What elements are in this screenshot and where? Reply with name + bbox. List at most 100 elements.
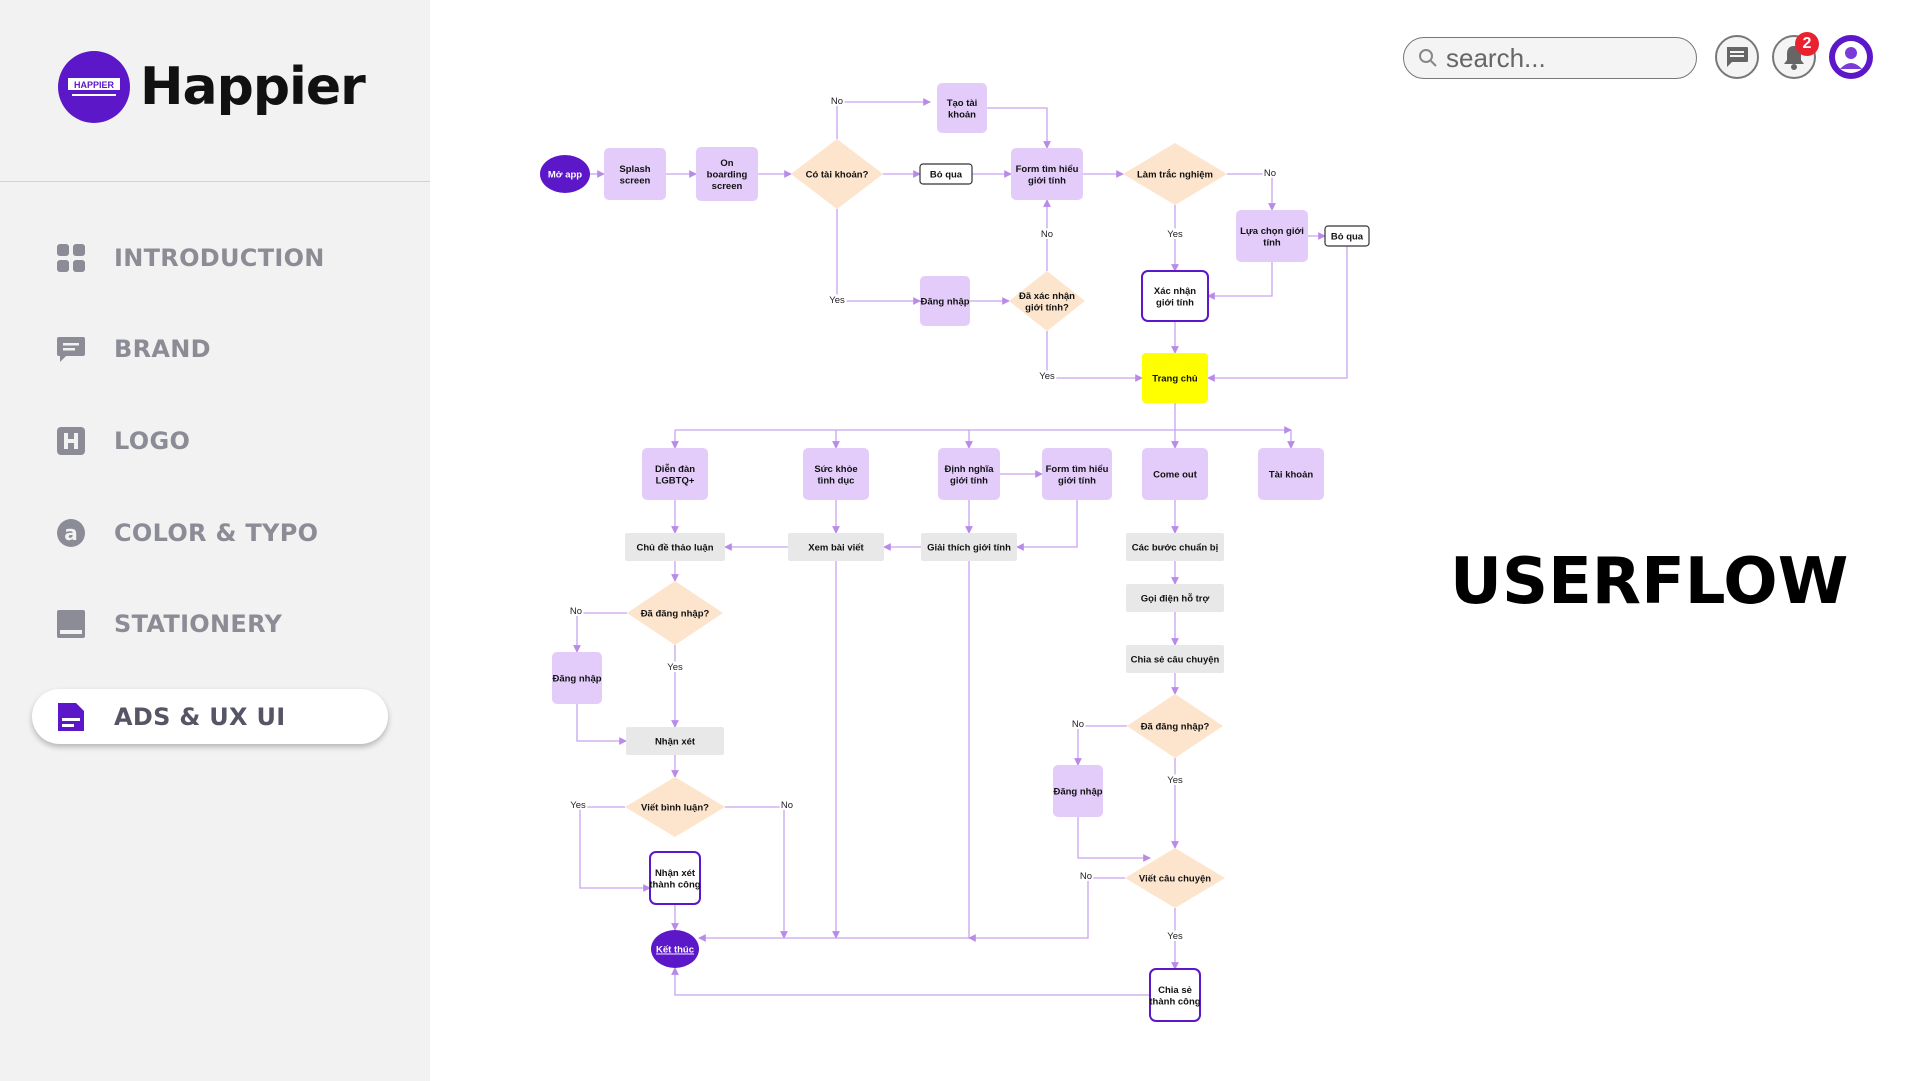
sidebar: HAPPIER Happier INTRODUCTION BRAND xyxy=(0,0,430,1081)
node-label: Come out xyxy=(1153,470,1198,481)
sidebar-item-color-typo[interactable]: a COLOR & TYPO xyxy=(32,505,388,560)
sidebar-item-label: COLOR & TYPO xyxy=(114,518,319,547)
flow-connector xyxy=(573,612,627,653)
node-label: Đăng nhập xyxy=(1053,787,1102,798)
node-label: Nhận xét xyxy=(655,737,696,748)
node-label: Giải thích giới tính xyxy=(927,543,1011,554)
flow-connector xyxy=(579,806,651,892)
home-node: Trang chủ xyxy=(1142,353,1208,403)
flow-connector xyxy=(1074,725,1127,766)
decision-node: Viết bình luận? xyxy=(625,777,725,837)
node-label: Đăng nhập xyxy=(920,297,969,308)
node-label: Kết thúc xyxy=(656,945,694,956)
flow-connector xyxy=(1207,246,1348,382)
flow-connector xyxy=(836,209,921,305)
search-bar[interactable] xyxy=(1403,37,1697,79)
edge-label: Yes xyxy=(1167,229,1183,240)
h-square-icon xyxy=(57,426,85,455)
message-icon xyxy=(1727,47,1748,67)
node-label: Tài khoản xyxy=(1269,470,1314,481)
edge-label: No xyxy=(570,606,582,617)
node-label: Làm trắc nghiệm xyxy=(1137,169,1213,181)
sidebar-item-label: LOGO xyxy=(114,426,191,455)
flow-connector xyxy=(1046,331,1143,382)
process-node: Tài khoản xyxy=(1258,448,1324,500)
edge-label: Yes xyxy=(1039,371,1055,382)
action-node: Các bước chuẩn bị xyxy=(1126,533,1224,561)
node-label: Chia sẻ câu chuyện xyxy=(1131,655,1220,666)
decision-node: Đã đăng nhập? xyxy=(1127,694,1223,758)
edge-label: No xyxy=(781,800,793,811)
sidebar-item-label: ADS & UX UI xyxy=(114,702,286,731)
search-icon xyxy=(1419,49,1437,67)
edge-label: Yes xyxy=(1167,775,1183,786)
node-label: Đăng nhập xyxy=(552,674,601,685)
page-title: USERFLOW xyxy=(1450,545,1849,619)
flow-connector xyxy=(1016,500,1078,551)
edge-label: No xyxy=(1264,168,1276,179)
edge-label: No xyxy=(831,96,843,107)
skip-node: Bỏ qua xyxy=(1324,225,1370,247)
node-label: Trang chủ xyxy=(1152,374,1198,385)
sidebar-item-stationery[interactable]: STATIONERY xyxy=(32,596,388,651)
decision-node: Đã đăng nhập? xyxy=(627,581,723,645)
messages-button[interactable] xyxy=(1715,35,1759,79)
action-node: Chia sẻ câu chuyện xyxy=(1126,645,1224,673)
node-label: Các bước chuẩn bị xyxy=(1132,543,1218,554)
flow-connector xyxy=(671,967,1150,996)
flow-connector xyxy=(968,877,1125,942)
sidebar-item-ads-ux-ui[interactable]: ADS & UX UI xyxy=(32,689,388,744)
flow-connector xyxy=(1207,262,1273,300)
brand-logo: HAPPIER xyxy=(58,51,130,123)
search-input[interactable] xyxy=(1446,42,1666,74)
node-label: Đã đăng nhập? xyxy=(641,609,710,620)
decision-node: Viết câu chuyện xyxy=(1125,848,1225,908)
decision-node: Làm trắc nghiệm xyxy=(1123,143,1227,205)
node-label: Bỏ qua xyxy=(930,170,963,181)
logo-mark-icon: HAPPIER xyxy=(68,78,120,96)
sidebar-item-introduction[interactable]: INTRODUCTION xyxy=(32,230,388,285)
node-label: Mở app xyxy=(548,170,582,181)
sidebar-item-label: INTRODUCTION xyxy=(114,243,325,272)
node-label: Bỏ qua xyxy=(1331,232,1364,243)
sidebar-item-logo[interactable]: LOGO xyxy=(32,413,388,468)
decision-node: Có tài khoản? xyxy=(791,139,883,209)
logo-wordmark: HAPPIER xyxy=(74,80,115,90)
edge-label: No xyxy=(1072,719,1084,730)
node-label: Chủ đề thảo luận xyxy=(636,543,713,554)
chat-icon xyxy=(57,336,85,362)
flow-connector xyxy=(1077,817,1151,862)
sidebar-item-label: BRAND xyxy=(114,334,211,363)
notifications-button[interactable] xyxy=(1772,35,1816,79)
process-node: Đăng nhập xyxy=(552,652,602,704)
user-avatar[interactable] xyxy=(1829,35,1873,79)
grid-icon xyxy=(57,243,85,272)
brand-header[interactable]: HAPPIER Happier xyxy=(58,50,366,124)
action-node: Giải thích giới tính xyxy=(921,533,1017,561)
sidebar-item-brand[interactable]: BRAND xyxy=(32,321,388,376)
edge-label: Yes xyxy=(1167,931,1183,942)
node-label: Viết câu chuyện xyxy=(1139,874,1211,885)
process-node: Đăng nhập xyxy=(1053,765,1103,817)
edge-label: Yes xyxy=(570,800,586,811)
action-node: Xem bài viết xyxy=(788,533,884,561)
